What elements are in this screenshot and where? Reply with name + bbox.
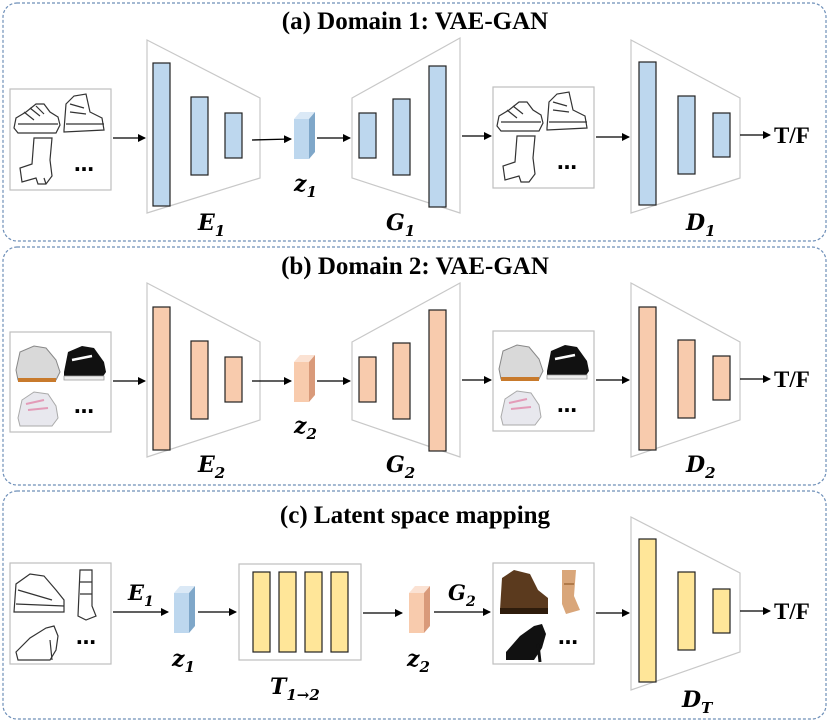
discriminator-layer	[712, 588, 731, 634]
sketch-shoe-icon	[496, 91, 588, 183]
ellipsis: …	[74, 394, 94, 418]
encoder-label: E1	[127, 580, 154, 610]
encoder-layer	[190, 96, 209, 176]
discriminator-layer	[712, 112, 731, 158]
sneaker-photo-icon	[15, 345, 106, 427]
encoder-layer	[190, 340, 209, 420]
generator-layer	[358, 112, 377, 159]
output-label: T/F	[774, 599, 810, 624]
latent-cube	[409, 586, 430, 633]
encoder-label: E2	[197, 452, 225, 482]
discriminator-layer	[677, 571, 696, 651]
ellipsis: …	[74, 152, 94, 176]
latent-cube	[294, 355, 315, 402]
latent-out-label: z2	[406, 646, 430, 676]
panel-c-border	[2, 490, 827, 720]
panel-c-title: (c) Latent space mapping	[280, 502, 551, 529]
discriminator-label: DT	[681, 687, 714, 717]
mapping-layer	[278, 571, 297, 653]
arrow	[251, 135, 292, 144]
ellipsis: …	[76, 625, 96, 649]
generator-label: G2	[386, 452, 415, 482]
discriminator-label: D2	[685, 452, 716, 482]
discriminator-label: D1	[685, 210, 716, 240]
panel-b-title: (b) Domain 2: VAE-GAN	[281, 253, 549, 280]
ellipsis: …	[557, 393, 577, 417]
output-images-box	[492, 86, 595, 189]
panel-a: … z1 … T/F	[9, 36, 810, 240]
discriminator-layer	[638, 306, 657, 451]
output-label: T/F	[774, 123, 810, 148]
encoder-layer	[152, 306, 171, 451]
discriminator-layer	[638, 61, 657, 206]
generator-layer	[358, 356, 377, 403]
panel-a-title: (a) Domain 1: VAE-GAN	[282, 8, 548, 35]
sketch-shoe-icon	[13, 569, 97, 661]
encoder-layer	[224, 112, 243, 159]
discriminator-layer	[677, 339, 696, 419]
panel-a-border	[2, 2, 827, 242]
mapping-layer	[252, 571, 271, 653]
generator-layer	[392, 98, 411, 176]
ellipsis: …	[558, 625, 578, 649]
discriminator-layer	[712, 355, 731, 401]
mapping-label: T1→2	[270, 674, 320, 704]
sneaker-photo-icon	[498, 344, 589, 426]
panel-b: … z2 …	[9, 281, 810, 482]
sketch-shoe-icon	[13, 93, 105, 185]
generator-label: G1	[386, 210, 415, 240]
boot-photo-icon	[500, 570, 580, 663]
latent-label: z1	[293, 171, 317, 201]
latent-cube	[174, 586, 195, 633]
latent-cube	[294, 112, 315, 159]
encoder-label: E1	[197, 210, 225, 240]
mapping-layer	[330, 571, 349, 653]
latent-in-label: z1	[171, 646, 195, 676]
encoder-layer	[224, 356, 243, 403]
generator-layer	[428, 65, 447, 208]
ellipsis: …	[557, 150, 577, 174]
output-label: T/F	[774, 367, 810, 392]
encoder-layer	[152, 62, 171, 207]
input-images-box	[9, 88, 112, 191]
discriminator-layer	[638, 538, 657, 683]
input-images-box	[9, 562, 112, 665]
generator-label: G2	[448, 580, 476, 610]
panel-b-border	[2, 246, 827, 486]
generator-layer	[428, 309, 447, 452]
latent-label: z2	[293, 413, 317, 443]
discriminator-layer	[677, 95, 696, 175]
generator-layer	[392, 342, 411, 420]
mapping-layer	[304, 571, 323, 653]
panel-c: … E1 z1 T1→2 z2 G2	[9, 516, 810, 717]
